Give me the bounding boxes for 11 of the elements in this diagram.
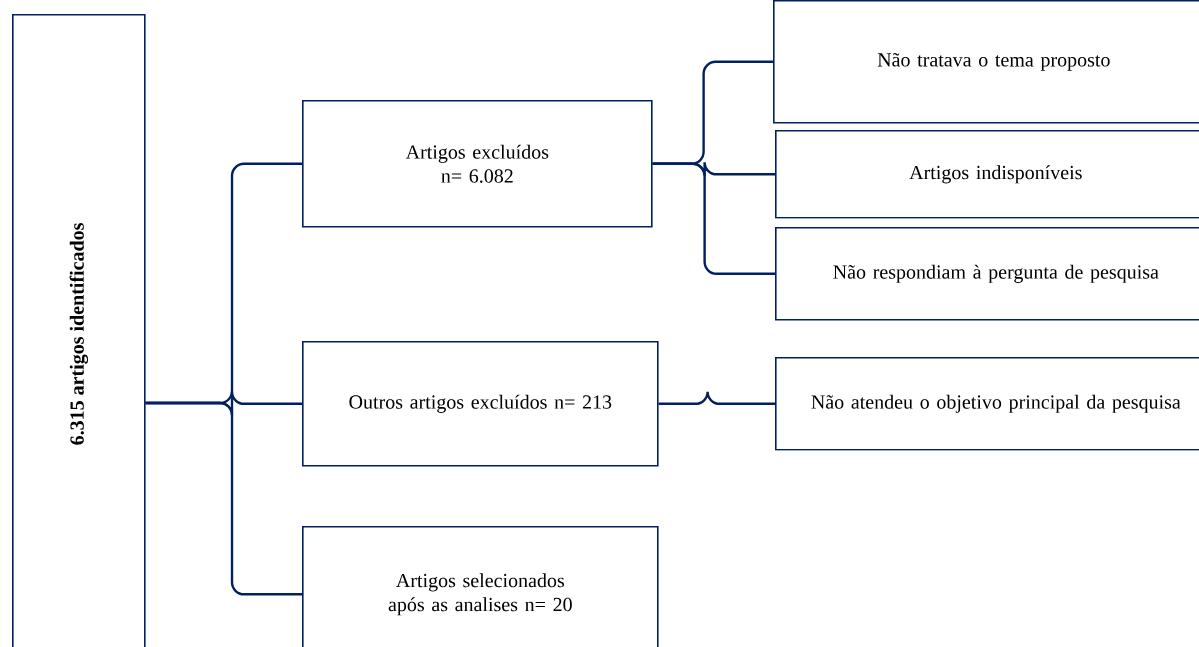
- process-box: Artigos excluídos n= 6.082: [302, 100, 653, 228]
- process-box: Não atendeu o objetivo principal da pesquisa: [775, 357, 1199, 451]
- process-box: Artigos selecionados após as analises n= 20: [302, 526, 659, 647]
- connector-line: [652, 162, 775, 275]
- rotated-box: 6.315 artigos identificados: [12, 14, 146, 647]
- process-box: Outros artigos excluídos n= 213: [302, 341, 659, 467]
- connector-line: [658, 390, 775, 405]
- connector-line: [145, 401, 302, 596]
- process-box: Artigos indisponíveis: [775, 130, 1199, 219]
- process-box: Não tratava o tema proposto: [773, 0, 1199, 124]
- process-box: Não respondiam à pergunta de pesquisa: [775, 227, 1199, 321]
